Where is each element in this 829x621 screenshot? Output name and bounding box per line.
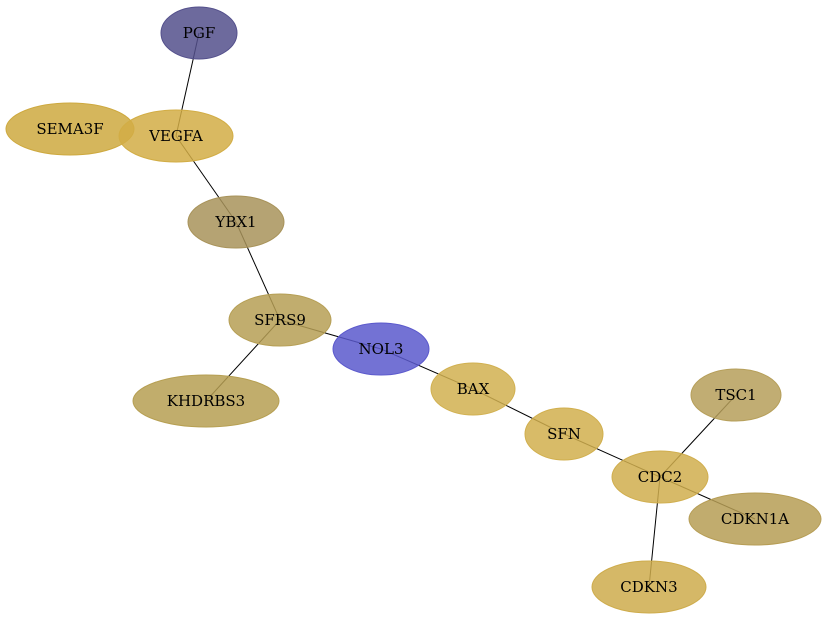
node-shape-sfrs9 <box>228 293 332 347</box>
node-shape-sfn <box>524 407 604 461</box>
node-shape-bax <box>430 362 516 416</box>
node-label-bax: BAX <box>457 380 490 398</box>
node-label-cdkn3: CDKN3 <box>620 578 677 596</box>
node-ybx1[interactable]: YBX1 <box>187 195 285 249</box>
node-label-tsc1: TSC1 <box>715 386 756 404</box>
node-label-cdc2: CDC2 <box>638 468 683 486</box>
node-label-sfrs9: SFRS9 <box>254 311 306 329</box>
node-shape-ybx1 <box>187 195 285 249</box>
node-label-cdkn1a: CDKN1A <box>721 510 789 528</box>
node-sfrs9[interactable]: SFRS9 <box>228 293 332 347</box>
node-label-pgf: PGF <box>183 24 215 42</box>
node-bax[interactable]: BAX <box>430 362 516 416</box>
node-label-khdrbs3: KHDRBS3 <box>167 392 245 410</box>
node-shape-tsc1 <box>690 368 782 422</box>
node-pgf[interactable]: PGF <box>160 6 238 60</box>
node-label-nol3: NOL3 <box>359 340 404 358</box>
node-cdkn1a[interactable]: CDKN1A <box>688 492 822 546</box>
node-sfn[interactable]: SFN <box>524 407 604 461</box>
node-sema3f[interactable]: SEMA3F <box>5 102 135 156</box>
node-vegfa[interactable]: VEGFA <box>118 109 234 163</box>
node-label-vegfa: VEGFA <box>148 127 203 145</box>
node-shape-khdrbs3 <box>132 374 280 428</box>
node-khdrbs3[interactable]: KHDRBS3 <box>132 374 280 428</box>
node-shape-nol3 <box>332 322 430 376</box>
node-shape-pgf <box>160 6 238 60</box>
node-shape-cdc2 <box>611 450 709 504</box>
node-label-ybx1: YBX1 <box>214 213 256 231</box>
node-nol3[interactable]: NOL3 <box>332 322 430 376</box>
node-label-sfn: SFN <box>547 425 581 443</box>
node-cdkn3[interactable]: CDKN3 <box>591 560 707 614</box>
node-tsc1[interactable]: TSC1 <box>690 368 782 422</box>
node-shape-vegfa <box>118 109 234 163</box>
node-shape-cdkn3 <box>591 560 707 614</box>
node-label-sema3f: SEMA3F <box>36 120 103 138</box>
node-shape-cdkn1a <box>688 492 822 546</box>
node-cdc2[interactable]: CDC2 <box>611 450 709 504</box>
